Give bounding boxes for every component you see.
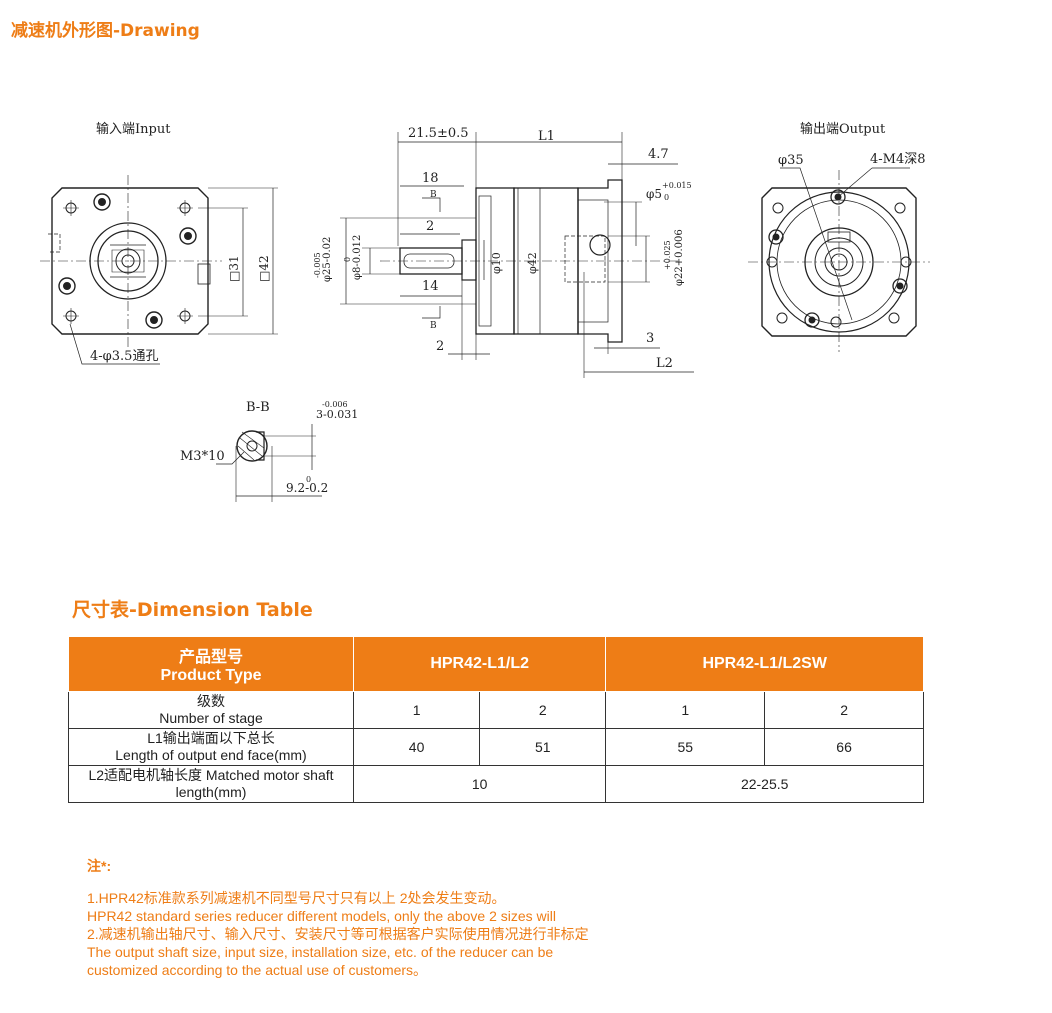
table-cell: 51 xyxy=(479,728,607,766)
dim-phi25-tol: -0.005 xyxy=(313,252,322,278)
row-label: 级数 Number of stage xyxy=(68,691,354,729)
dim-square-31: □31 xyxy=(227,255,241,282)
dim-3-tol-up: -0.006 xyxy=(322,400,348,409)
dim-phi10: φ10 xyxy=(490,252,503,274)
header-group-1: HPR42-L1/L2 xyxy=(352,636,607,692)
technical-drawing: 输入端Input □31 □42 4 xyxy=(40,121,930,502)
dim-through-holes: 4-φ3.5通孔 xyxy=(90,349,158,364)
dim-phi5-tol-low: 0 xyxy=(664,193,669,202)
input-label: 输入端Input xyxy=(96,121,171,137)
dim-2-key: 2 xyxy=(426,219,434,234)
note-line: The output shaft size, input size, insta… xyxy=(87,944,554,960)
header-product-type-en: Product Type xyxy=(160,667,262,684)
note-line: 2.减速机输出轴尺寸、输入尺寸、安装尺寸等可根据客户实际使用情况进行非标定 xyxy=(87,926,589,942)
notes-heading: 注*: xyxy=(87,858,112,874)
dimension-table: 产品型号 Product Type HPR42-L1/L2 HPR42-L1/L… xyxy=(68,636,924,803)
row-label-line2: length(mm) xyxy=(175,784,247,800)
table-cell: 2 xyxy=(479,691,607,729)
dim-phi8: φ8-0.012 xyxy=(352,235,363,280)
notes: 注*: 1.HPR42标准款系列减速机不同型号尺寸只有以上 2处会发生变动。 H… xyxy=(87,857,687,979)
dim-phi42: φ42 xyxy=(526,252,539,274)
dim-14: 14 xyxy=(422,279,439,294)
table-cell: 10 xyxy=(352,765,607,803)
dim-9-2-tol: 0 xyxy=(306,475,311,484)
table-cell: 40 xyxy=(352,728,481,766)
table-row: L2适配电机轴长度 Matched motor shaft length(mm)… xyxy=(68,765,924,803)
input-view: 输入端Input □31 □42 4 xyxy=(40,121,278,365)
dim-phi35: φ35 xyxy=(778,153,804,168)
table-cell: 1 xyxy=(352,691,481,729)
section-mark-b-top: B xyxy=(430,190,437,200)
dim-phi25: φ25-0.02 xyxy=(322,237,333,282)
dimension-table-title: 尺寸表-Dimension Table xyxy=(72,599,313,621)
table-cell: 66 xyxy=(764,728,924,766)
table-cell: 2 xyxy=(764,691,924,729)
dim-m3: M3*10 xyxy=(180,449,225,464)
section-label: B-B xyxy=(246,400,270,415)
note-line: HPR42 standard series reducer different … xyxy=(87,908,556,924)
note-line: 1.HPR42标准款系列减速机不同型号尺寸只有以上 2处会发生变动。 xyxy=(87,890,506,906)
header-product-type-cn: 产品型号 xyxy=(178,649,243,666)
dim-phi8-tol: 0 xyxy=(343,257,352,262)
row-label-cn: 级数 xyxy=(197,693,225,709)
table-row: 级数 Number of stage 1 2 1 2 xyxy=(68,691,924,729)
drawing-title: 减速机外形图-Drawing xyxy=(11,21,200,41)
row-label-cn: L1输出端面以下总长 xyxy=(147,730,275,746)
section-mark-b-bottom: B xyxy=(430,321,437,331)
header-product-type: 产品型号 Product Type xyxy=(68,636,354,692)
dim-9-2: 9.2-0.2 xyxy=(286,481,328,495)
row-label: L2适配电机轴长度 Matched motor shaft length(mm) xyxy=(68,765,354,803)
table-cell: 1 xyxy=(605,691,766,729)
dim-4-7: 4.7 xyxy=(648,147,669,162)
table-cell: 22-25.5 xyxy=(605,765,924,803)
header-group-2: HPR42-L1/L2SW xyxy=(605,636,924,692)
dim-square-42: □42 xyxy=(257,255,271,282)
table-row: L1输出端面以下总长 Length of output end face(mm)… xyxy=(68,728,924,766)
dim-m4: 4-M4深8 xyxy=(870,152,926,167)
row-label-line1: L2适配电机轴长度 Matched motor shaft xyxy=(88,767,334,783)
dim-3: 3 xyxy=(646,331,654,346)
row-label-en: Number of stage xyxy=(159,710,263,726)
dim-phi22: φ22+0.006 xyxy=(674,229,685,286)
table-header-row: 产品型号 Product Type HPR42-L1/L2 HPR42-L1/L… xyxy=(68,636,924,692)
note-line: customized according to the actual use o… xyxy=(87,962,428,978)
table-cell: 55 xyxy=(605,728,766,766)
dim-21-5: 21.5±0.5 xyxy=(408,126,469,141)
row-label-en: Length of output end face(mm) xyxy=(115,747,307,763)
side-view: 21.5±0.5 L1 4.7 18 B 2 14 B 2 3 L2 xyxy=(313,126,694,378)
dim-3-tol: 3-0.031 xyxy=(316,408,358,421)
row-label: L1输出端面以下总长 Length of output end face(mm) xyxy=(68,728,354,766)
output-label: 输出端Output xyxy=(800,121,886,137)
section-b-b: B-B M3*10 3-0.031 -0.006 9.2-0.2 0 xyxy=(180,400,358,502)
dim-2-bottom: 2 xyxy=(436,339,444,354)
dim-phi5-tol-up: +0.015 xyxy=(662,181,692,190)
output-view: 输出端Output φ35 4-M4深8 xyxy=(748,121,930,352)
dim-L2: L2 xyxy=(656,356,673,371)
dim-18: 18 xyxy=(422,171,439,186)
dim-L1: L1 xyxy=(538,129,555,144)
dim-phi22-tol: +0.025 xyxy=(663,240,672,270)
dim-phi5: φ5 xyxy=(646,187,662,201)
